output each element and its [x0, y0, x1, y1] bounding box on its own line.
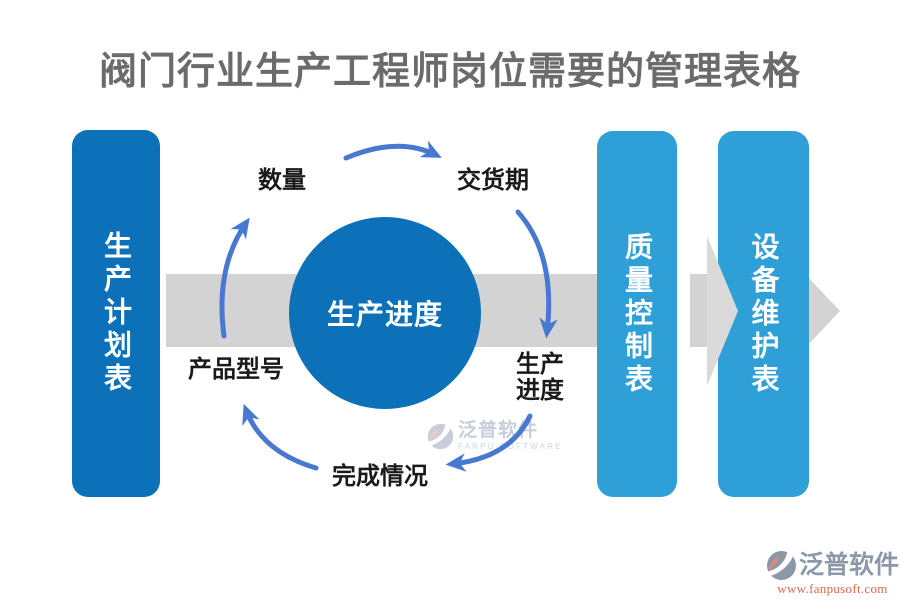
flow-arrowhead-middle [707, 236, 738, 386]
production-progress-circle: 生产进度 [289, 217, 481, 409]
cycle-label-quantity: 数量 [258, 167, 306, 194]
arrow-quantity-to-delivery [343, 140, 442, 161]
cycle-label-progress-line1: 生产 [516, 351, 564, 378]
arrow-delivery-to-progress [515, 209, 558, 339]
arrow-completion-to-model [242, 403, 319, 471]
panel-equipment-maintenance-label: 设备维护表 [748, 231, 780, 397]
panel-production-plan: 生产计划表 [72, 130, 160, 497]
arrow-progress-to-completion [445, 413, 533, 472]
page-title: 阀门行业生产工程师岗位需要的管理表格 [98, 51, 801, 93]
arrow-model-to-quantity [219, 217, 250, 339]
fanpu-leaf-icon [766, 550, 797, 581]
flow-band-segment-gap [690, 274, 708, 347]
cycle-label-progress: 生产 进度 [516, 352, 564, 404]
cycle-label-delivery-date: 交货期 [457, 167, 529, 194]
watermark-subtitle: FANPU SOFTWARE [458, 442, 563, 451]
cycle-label-progress-line2: 进度 [516, 376, 564, 404]
fanpu-logo-brand: 泛普软件 [799, 551, 900, 579]
panel-quality-control: 质量控制表 [597, 131, 677, 497]
fanpu-logo-website: www.fanpusoft.com [777, 581, 888, 596]
panel-quality-control-label: 质量控制表 [622, 231, 653, 397]
watermark-leaf-icon [427, 423, 454, 450]
cycle-label-completion: 完成情况 [332, 463, 428, 490]
fanpu-logo: 泛普软件 www.fanpusoft.com [766, 550, 899, 595]
production-progress-circle-label: 生产进度 [326, 299, 443, 330]
cycle-label-product-model: 产品型号 [188, 356, 284, 383]
panel-production-plan-label: 生产计划表 [101, 231, 132, 396]
